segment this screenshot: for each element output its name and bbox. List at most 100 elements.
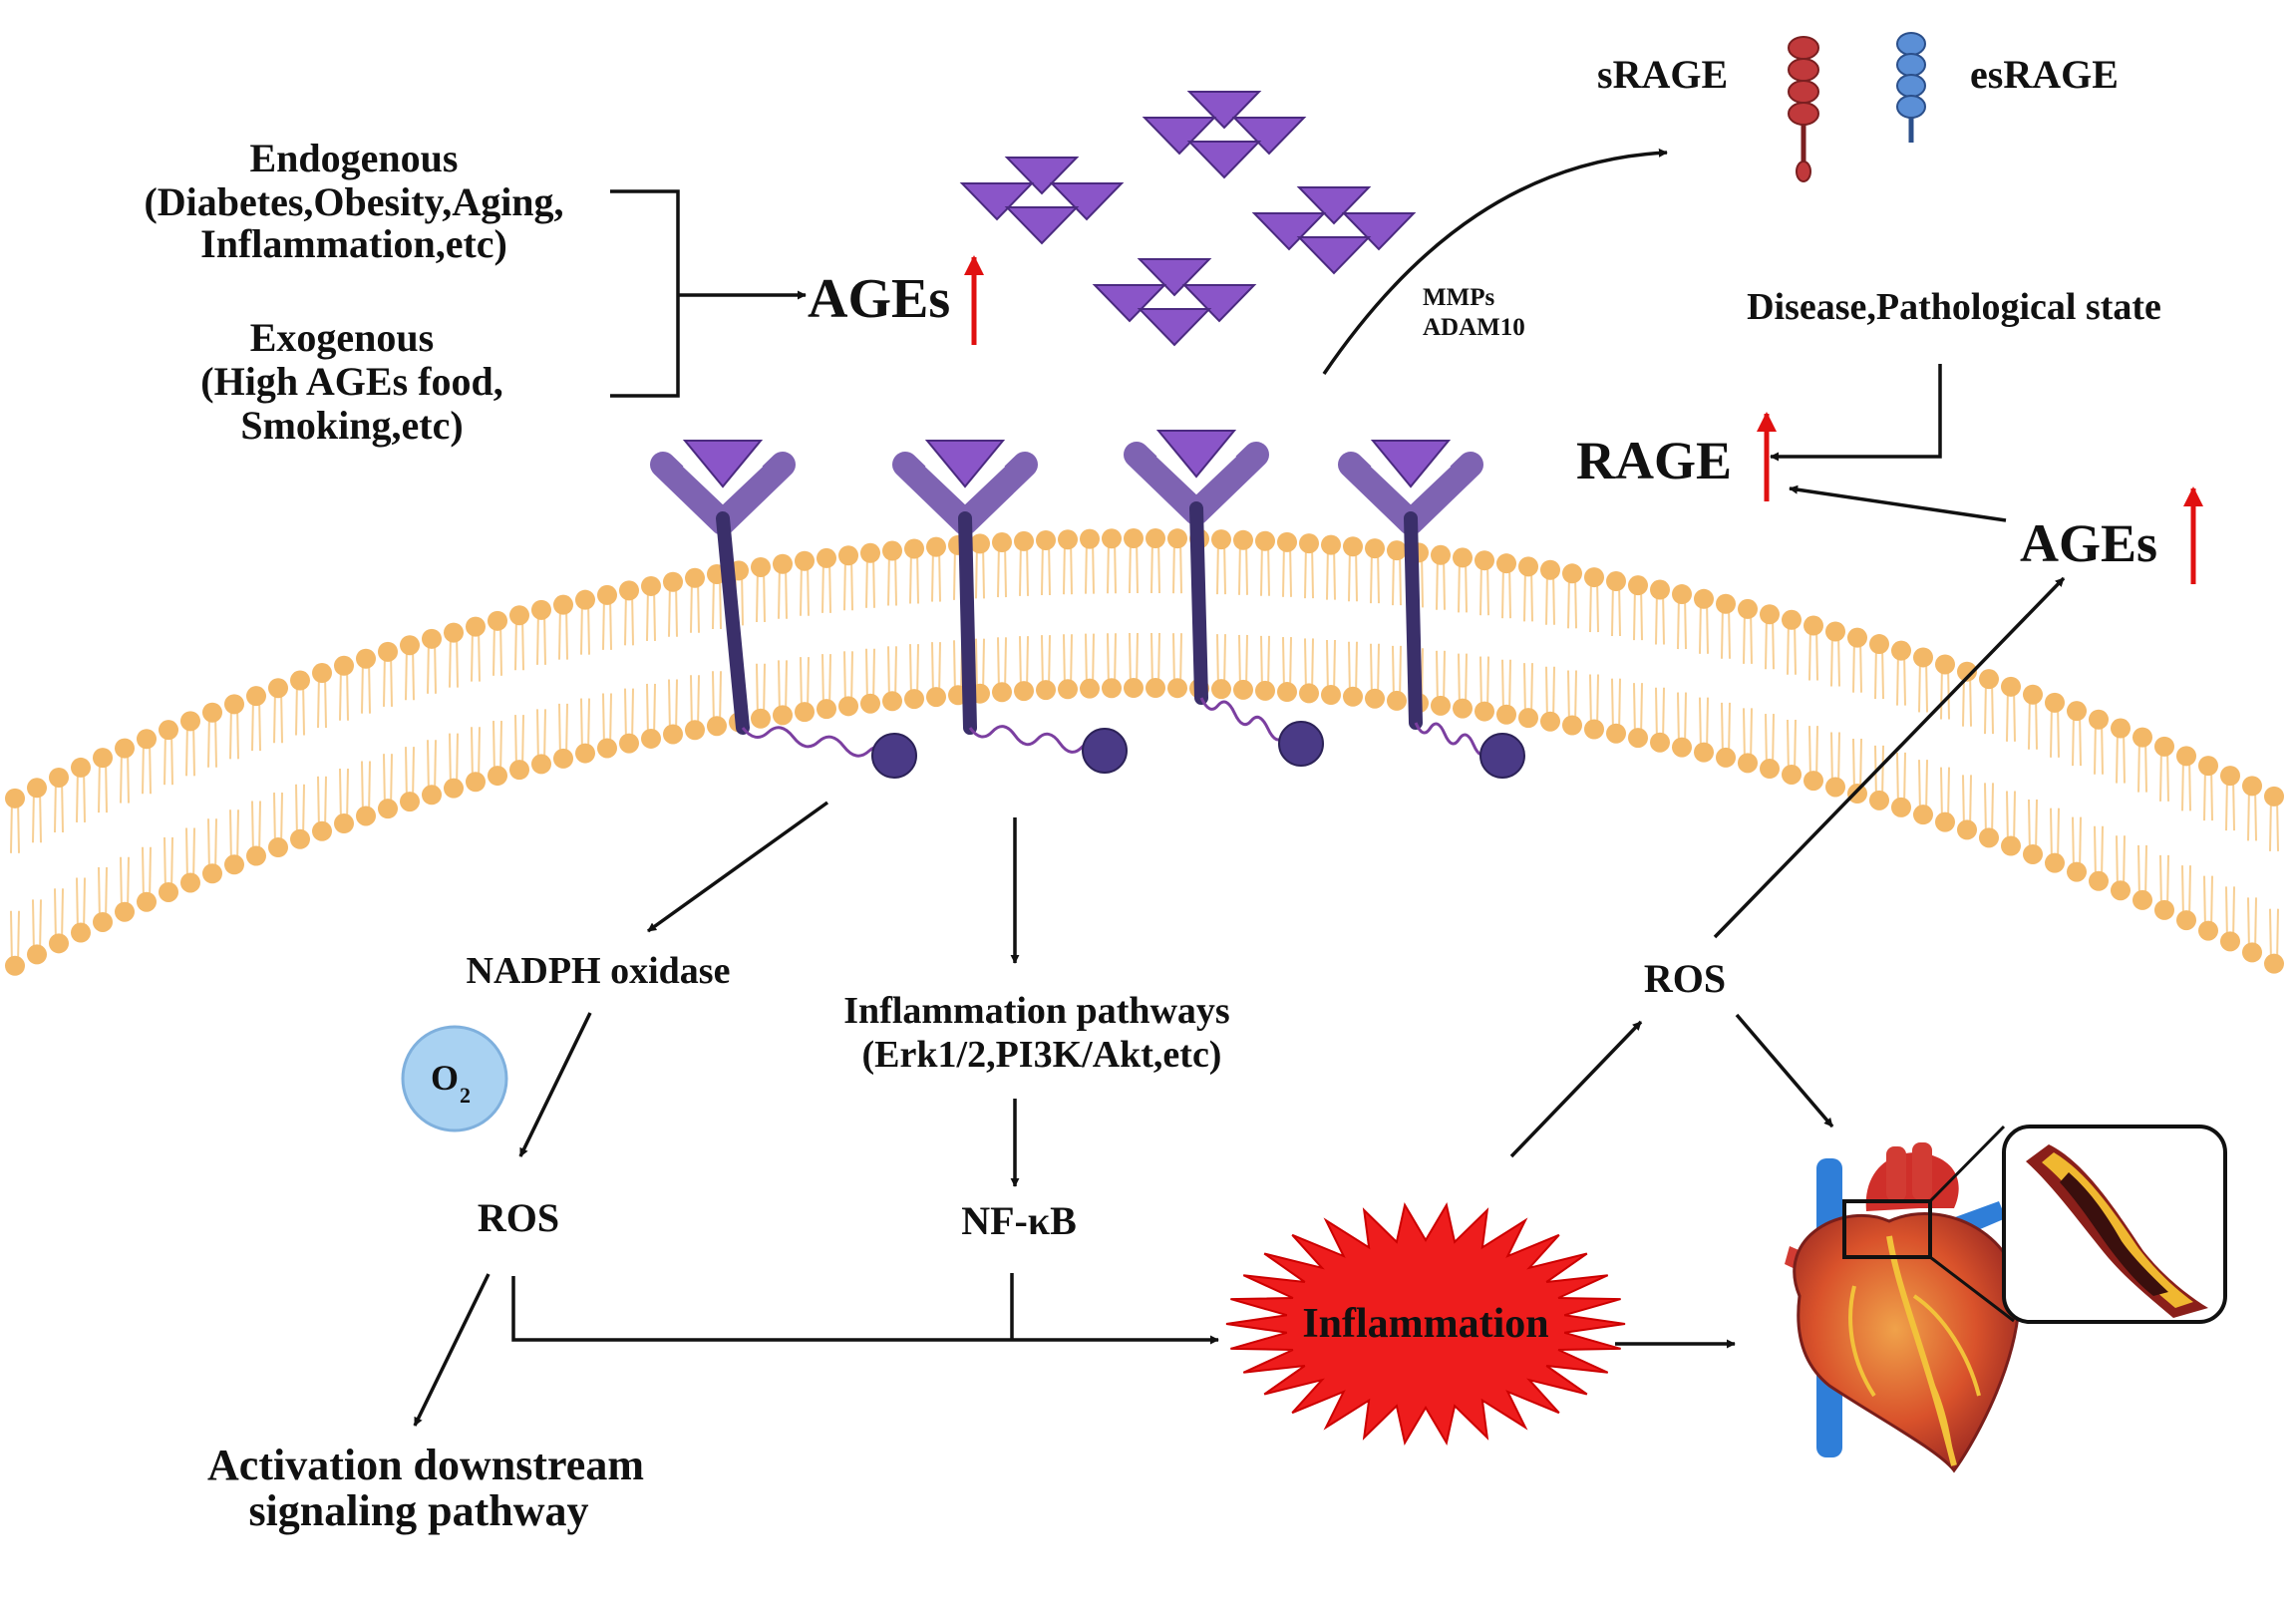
lipid-head — [180, 872, 200, 893]
ages-cluster-icon — [1092, 258, 1257, 347]
lipid-head — [1782, 764, 1802, 785]
lipid-head — [1102, 528, 1122, 549]
lipid-head — [2176, 746, 2196, 767]
lipid-head — [1387, 690, 1407, 711]
lipid-head — [27, 778, 47, 799]
lipid-head — [1606, 723, 1626, 744]
lipid-head — [378, 799, 398, 819]
lipid-head — [992, 532, 1012, 553]
lipid-head — [2023, 843, 2043, 864]
lipid-head — [2045, 852, 2065, 873]
endogenous-title: Endogenous — [250, 136, 459, 180]
lipid-head — [1102, 678, 1122, 699]
lipid-head — [553, 748, 573, 769]
lipid-head — [619, 580, 639, 601]
lipid-head — [71, 922, 91, 943]
ros-to-ages-arrow — [1713, 576, 2066, 939]
lipid-head — [1453, 547, 1473, 568]
nfkb-label: NF-κB — [961, 1198, 1077, 1243]
lipid-head — [1957, 661, 1977, 682]
lipid-head — [904, 538, 924, 559]
lipid-head — [904, 689, 924, 710]
lipid-head — [2067, 861, 2087, 882]
lipid-head — [663, 724, 683, 745]
srage-label: sRAGE — [1597, 52, 1728, 97]
lipid-head — [1869, 790, 1889, 810]
lipid-head — [1365, 688, 1385, 709]
lipid-head — [1036, 680, 1056, 701]
lipid-head — [860, 693, 880, 714]
lipid-head — [1211, 679, 1231, 700]
disease-state-label: Disease,Pathological state — [1747, 286, 2161, 328]
lipid-head — [137, 891, 157, 912]
lipid-head — [1255, 680, 1275, 701]
ros-to-downstream-arrow — [413, 1273, 491, 1427]
lipid-head — [1935, 654, 1955, 675]
lipid-head — [1453, 698, 1473, 719]
lipid-head — [751, 708, 771, 729]
lipid-head — [2220, 931, 2240, 952]
lipid-head — [838, 545, 858, 566]
lipid-head — [1716, 747, 1736, 768]
lipid-head — [1760, 604, 1780, 625]
lipid-head — [1979, 827, 1999, 848]
lipid-head — [1255, 530, 1275, 551]
lipid-head — [509, 760, 529, 781]
lipid-head — [970, 533, 990, 554]
lipid-head — [1124, 678, 1144, 699]
lipid-head — [1935, 811, 1955, 832]
lipid-head — [1847, 627, 1867, 648]
lipid-head — [1518, 556, 1538, 577]
lipid-head — [115, 901, 135, 922]
inflammation-pathways-line1: Inflammation pathways — [843, 990, 1229, 1032]
lipid-head — [1540, 559, 1560, 580]
lipid-head — [2154, 736, 2174, 757]
lipid-head — [422, 785, 442, 806]
lipid-head — [751, 556, 771, 577]
cleavage-arrow — [1322, 148, 1668, 375]
lipid-head — [1804, 615, 1823, 636]
inflammation-label: Inflammation — [1302, 1301, 1548, 1347]
lipid-head — [2198, 756, 2218, 777]
lipid-head — [1804, 771, 1823, 792]
lipid-head — [1277, 531, 1297, 552]
lipid-head — [1211, 529, 1231, 550]
zoom-line-bottom — [1929, 1255, 2015, 1323]
lipid-head — [1891, 640, 1911, 661]
ages-molecule-clusters — [959, 91, 1417, 347]
lipid-head — [860, 542, 880, 563]
inflammation-pathways-line2: (Erk1/2,PI3K/Akt,etc) — [862, 1034, 1222, 1076]
lipid-head — [488, 610, 507, 631]
lipid-head — [1650, 579, 1670, 600]
lipid-head — [1650, 732, 1670, 753]
lipid-head — [2067, 701, 2087, 722]
ages-cluster-icon — [1142, 91, 1307, 179]
lipid-head — [1431, 695, 1451, 716]
lipid-head — [2264, 953, 2284, 974]
heart-icon — [1785, 1142, 2021, 1473]
inflammation-to-ros-arrow — [1509, 1020, 1643, 1158]
lipid-head — [115, 738, 135, 759]
lipid-head — [641, 728, 661, 749]
ros-left-label: ROS — [478, 1195, 559, 1240]
lipid-head — [400, 792, 420, 812]
lipid-head — [1562, 563, 1582, 584]
lipid-head — [93, 911, 113, 932]
o2-subscript: 2 — [460, 1083, 471, 1108]
lipid-head — [1869, 634, 1889, 655]
lipid-head — [817, 699, 836, 720]
lipid-head — [378, 641, 398, 662]
lipid-head — [2089, 709, 2109, 730]
rage-receptor — [1124, 430, 1324, 767]
ages-left-label: AGEs — [808, 268, 950, 330]
lipid-head — [1672, 737, 1692, 758]
lipid-head — [1036, 529, 1056, 550]
lipid-head — [838, 696, 858, 717]
lipid-head — [1475, 701, 1494, 722]
lipid-head — [707, 716, 727, 737]
lipid-head — [817, 547, 836, 568]
lipid-head — [641, 575, 661, 596]
lipid-head — [1343, 536, 1363, 557]
ros-to-heart-arrow — [1735, 1013, 1834, 1129]
